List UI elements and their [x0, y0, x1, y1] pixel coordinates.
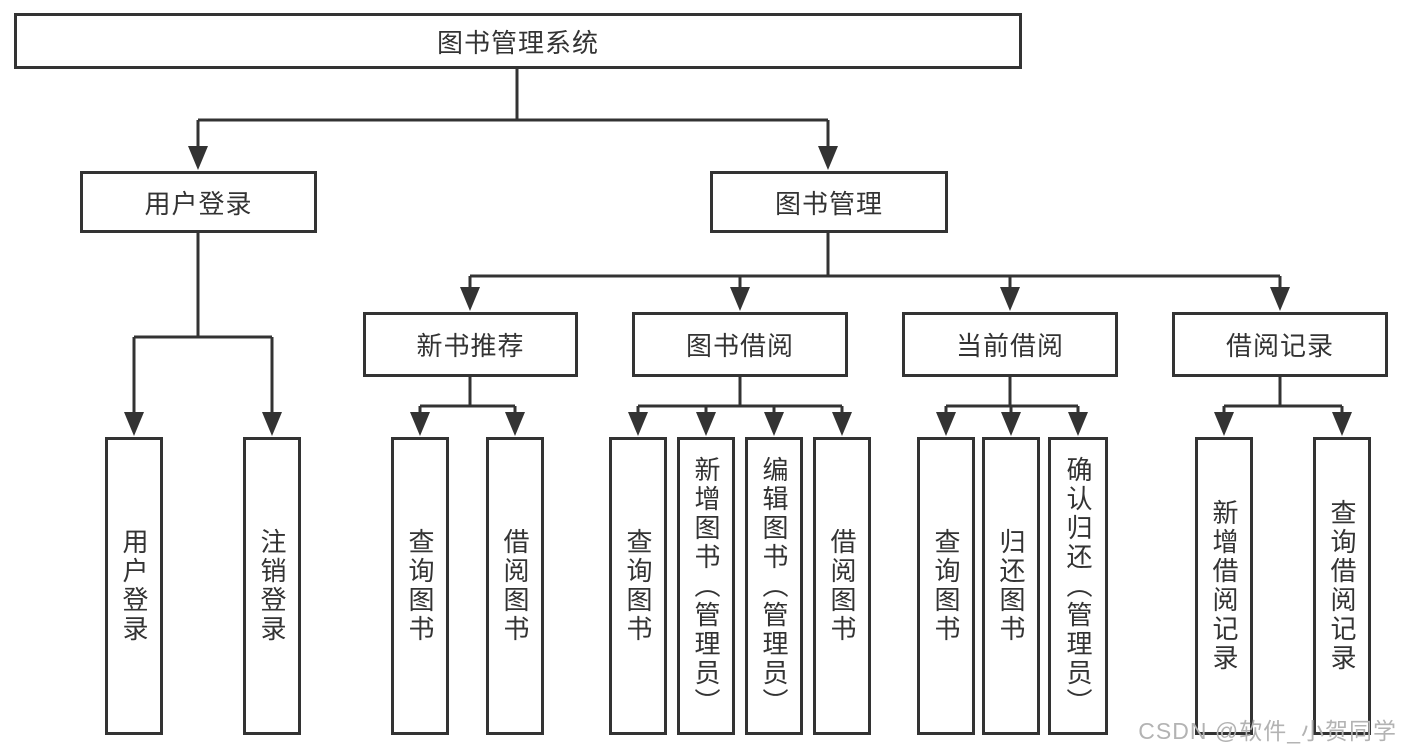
node-book-management-label: 图书管理	[774, 188, 883, 219]
arrowhead-icon	[764, 412, 784, 436]
connector-line	[418, 377, 517, 416]
node-user-login-label: 用户登录	[144, 188, 253, 219]
connector-line	[132, 233, 274, 416]
node-current-borrowing: 当前借阅	[902, 312, 1118, 377]
arrowhead-icon	[188, 146, 208, 170]
leaf-borrow-book-1-label: 借阅图书	[500, 528, 530, 644]
csdn-watermark: CSDN @软件_小贺同学	[1138, 718, 1397, 744]
connector-line	[468, 233, 1282, 291]
arrowhead-icon	[818, 146, 838, 170]
node-book-borrowing: 图书借阅	[632, 312, 848, 377]
leaf-edit-book-admin-label: 编辑图书（管理员）	[759, 455, 789, 717]
leaf-query-book-3: 查询图书	[917, 437, 975, 735]
arrowhead-icon	[410, 412, 430, 436]
leaf-query-book-2-label: 查询图书	[623, 528, 653, 644]
leaf-add-book-admin-label: 新增图书（管理员）	[691, 455, 721, 717]
node-book-borrowing-label: 图书借阅	[685, 331, 794, 361]
arrowhead-icon	[1332, 412, 1352, 436]
leaf-query-book-3-label: 查询图书	[931, 528, 961, 644]
leaf-borrow-book-2-label: 借阅图书	[827, 528, 857, 644]
leaf-confirm-return-admin: 确认归还（管理员）	[1048, 437, 1108, 735]
connector-user-login-children	[124, 233, 282, 436]
leaf-borrow-book-1: 借阅图书	[486, 437, 544, 735]
node-root-library-system: 图书管理系统	[14, 13, 1022, 69]
leaf-query-borrow-record: 查询借阅记录	[1313, 437, 1371, 735]
leaf-query-book-1: 查询图书	[391, 437, 449, 735]
leaf-user-login-label: 用户登录	[119, 528, 149, 644]
arrowhead-icon	[730, 287, 750, 311]
node-borrowing-records-label: 借阅记录	[1225, 331, 1334, 361]
arrowhead-icon	[628, 412, 648, 436]
node-book-management: 图书管理	[710, 171, 948, 233]
arrowhead-icon	[262, 412, 282, 436]
connector-line	[636, 377, 844, 416]
leaf-borrow-book-2: 借阅图书	[813, 437, 871, 735]
connector-new-book-rec-children	[410, 377, 525, 436]
connector-line	[196, 69, 830, 150]
arrowhead-icon	[696, 412, 716, 436]
connector-book-borrow-children	[628, 377, 852, 436]
arrowhead-icon	[1068, 412, 1088, 436]
leaf-query-book-2: 查询图书	[609, 437, 667, 735]
arrowhead-icon	[1214, 412, 1234, 436]
leaf-query-book-1-label: 查询图书	[405, 528, 435, 644]
connector-line	[944, 377, 1080, 416]
leaf-add-borrow-record-label: 新增借阅记录	[1209, 499, 1239, 673]
node-user-login: 用户登录	[80, 171, 317, 233]
arrowhead-icon	[1000, 287, 1020, 311]
node-root-label: 图书管理系统	[436, 27, 599, 58]
leaf-return-book-label: 归还图书	[996, 528, 1026, 644]
leaf-confirm-return-admin-label: 确认归还（管理员）	[1063, 455, 1093, 717]
node-borrowing-records: 借阅记录	[1172, 312, 1388, 377]
leaf-logout: 注销登录	[243, 437, 301, 735]
connector-root-to-level2	[188, 69, 838, 170]
leaf-user-login: 用户登录	[105, 437, 163, 735]
arrowhead-icon	[505, 412, 525, 436]
connector-borrow-record-children	[1214, 377, 1352, 436]
arrowhead-icon	[832, 412, 852, 436]
connector-current-borrow-children	[936, 377, 1088, 436]
leaf-edit-book-admin: 编辑图书（管理员）	[745, 437, 803, 735]
node-new-book-recommendation-label: 新书推荐	[416, 331, 525, 361]
leaf-add-borrow-record: 新增借阅记录	[1195, 437, 1253, 735]
connector-book-mgmt-children	[460, 233, 1290, 311]
arrowhead-icon	[460, 287, 480, 311]
arrowhead-icon	[124, 412, 144, 436]
leaf-add-book-admin: 新增图书（管理员）	[677, 437, 735, 735]
leaf-query-borrow-record-label: 查询借阅记录	[1327, 499, 1357, 673]
leaf-logout-label: 注销登录	[257, 528, 287, 644]
arrowhead-icon	[936, 412, 956, 436]
connector-line	[1222, 377, 1344, 416]
leaf-return-book: 归还图书	[982, 437, 1040, 735]
node-new-book-recommendation: 新书推荐	[363, 312, 578, 377]
node-current-borrowing-label: 当前借阅	[955, 331, 1064, 361]
arrowhead-icon	[1270, 287, 1290, 311]
arrowhead-icon	[1001, 412, 1021, 436]
